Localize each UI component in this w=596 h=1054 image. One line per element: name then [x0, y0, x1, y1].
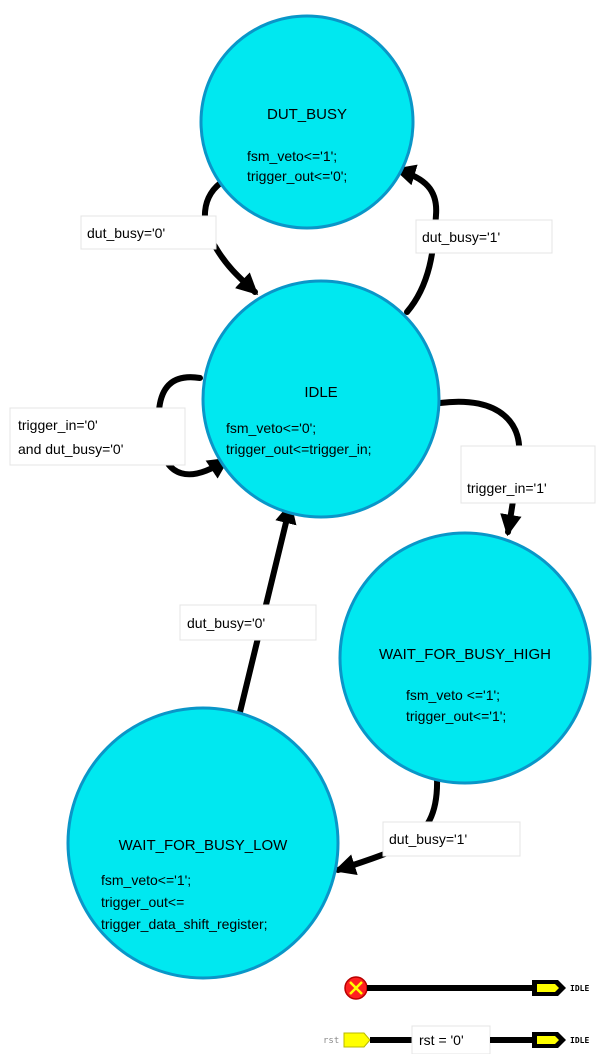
- state-idle-action: trigger_out<=trigger_in;: [226, 441, 372, 457]
- condition-text: dut_busy='1': [422, 229, 500, 245]
- state-wait-for-busy-low[interactable]: WAIT_FOR_BUSY_LOW fsm_veto<='1'; trigger…: [66, 706, 340, 980]
- state-wait-for-busy-high[interactable]: WAIT_FOR_BUSY_HIGH fsm_veto <='1'; trigg…: [338, 531, 592, 785]
- sync-reset-target: IDLE: [570, 1036, 589, 1045]
- state-dut-busy-action: trigger_out<='0';: [247, 168, 347, 184]
- state-wait-for-busy-high-circle: [338, 531, 592, 785]
- async-reset-target: IDLE: [570, 984, 589, 993]
- condition-label-idle-to-dut-busy[interactable]: dut_busy='1': [415, 219, 553, 254]
- state-wait-for-busy-low-action: fsm_veto<='1';: [101, 872, 191, 888]
- input-port-icon: [343, 1032, 371, 1048]
- state-idle-action: fsm_veto<='0';: [226, 420, 316, 436]
- condition-label-dut-busy-to-idle[interactable]: dut_busy='0': [80, 215, 217, 250]
- condition-label-wait-high-to-wait-low[interactable]: dut_busy='1': [382, 821, 521, 857]
- condition-label-idle-to-wait-high[interactable]: trigger_in='1': [460, 445, 596, 504]
- condition-text: and dut_busy='0': [18, 441, 123, 457]
- state-dut-busy[interactable]: DUT_BUSY fsm_veto<='1'; trigger_out<='0'…: [199, 14, 415, 230]
- state-wait-for-busy-low-action: trigger_out<=: [101, 894, 184, 910]
- state-idle-circle: [201, 279, 441, 519]
- state-dut-busy-circle: [199, 14, 415, 230]
- condition-label-idle-self-loop[interactable]: trigger_in='0' and dut_busy='0': [9, 407, 186, 466]
- sync-reset-transition: rst rst = '0' IDLE: [323, 1025, 589, 1054]
- condition-text: trigger_in='0': [18, 417, 98, 433]
- transition-idle-to-dut-busy: [393, 164, 440, 315]
- condition-label-wait-low-to-idle[interactable]: dut_busy='0': [179, 604, 317, 641]
- state-wait-for-busy-high-name: WAIT_FOR_BUSY_HIGH: [379, 646, 551, 663]
- condition-text: dut_busy='0': [187, 615, 265, 631]
- reset-signal-label: rst: [323, 1036, 339, 1046]
- state-wait-for-busy-low-circle: [66, 706, 340, 980]
- state-idle-name: IDLE: [304, 384, 337, 401]
- state-wait-for-busy-high-action: trigger_out<='1';: [406, 708, 506, 724]
- state-dut-busy-name: DUT_BUSY: [267, 106, 347, 123]
- condition-text: trigger_in='1': [467, 480, 547, 496]
- reset-condition-text: rst = '0': [419, 1032, 464, 1048]
- condition-text: dut_busy='1': [389, 831, 467, 847]
- state-wait-for-busy-high-action: fsm_veto <='1';: [406, 687, 500, 703]
- state-idle[interactable]: IDLE fsm_veto<='0'; trigger_out<=trigger…: [201, 279, 441, 519]
- state-wait-for-busy-low-name: WAIT_FOR_BUSY_LOW: [119, 837, 288, 854]
- state-dut-busy-action: fsm_veto<='1';: [247, 148, 337, 164]
- condition-text: dut_busy='0': [87, 225, 165, 241]
- async-reset-transition: IDLE: [344, 976, 589, 1000]
- state-wait-for-busy-low-action: trigger_data_shift_register;: [101, 916, 268, 932]
- reset-cross-icon: [349, 981, 363, 995]
